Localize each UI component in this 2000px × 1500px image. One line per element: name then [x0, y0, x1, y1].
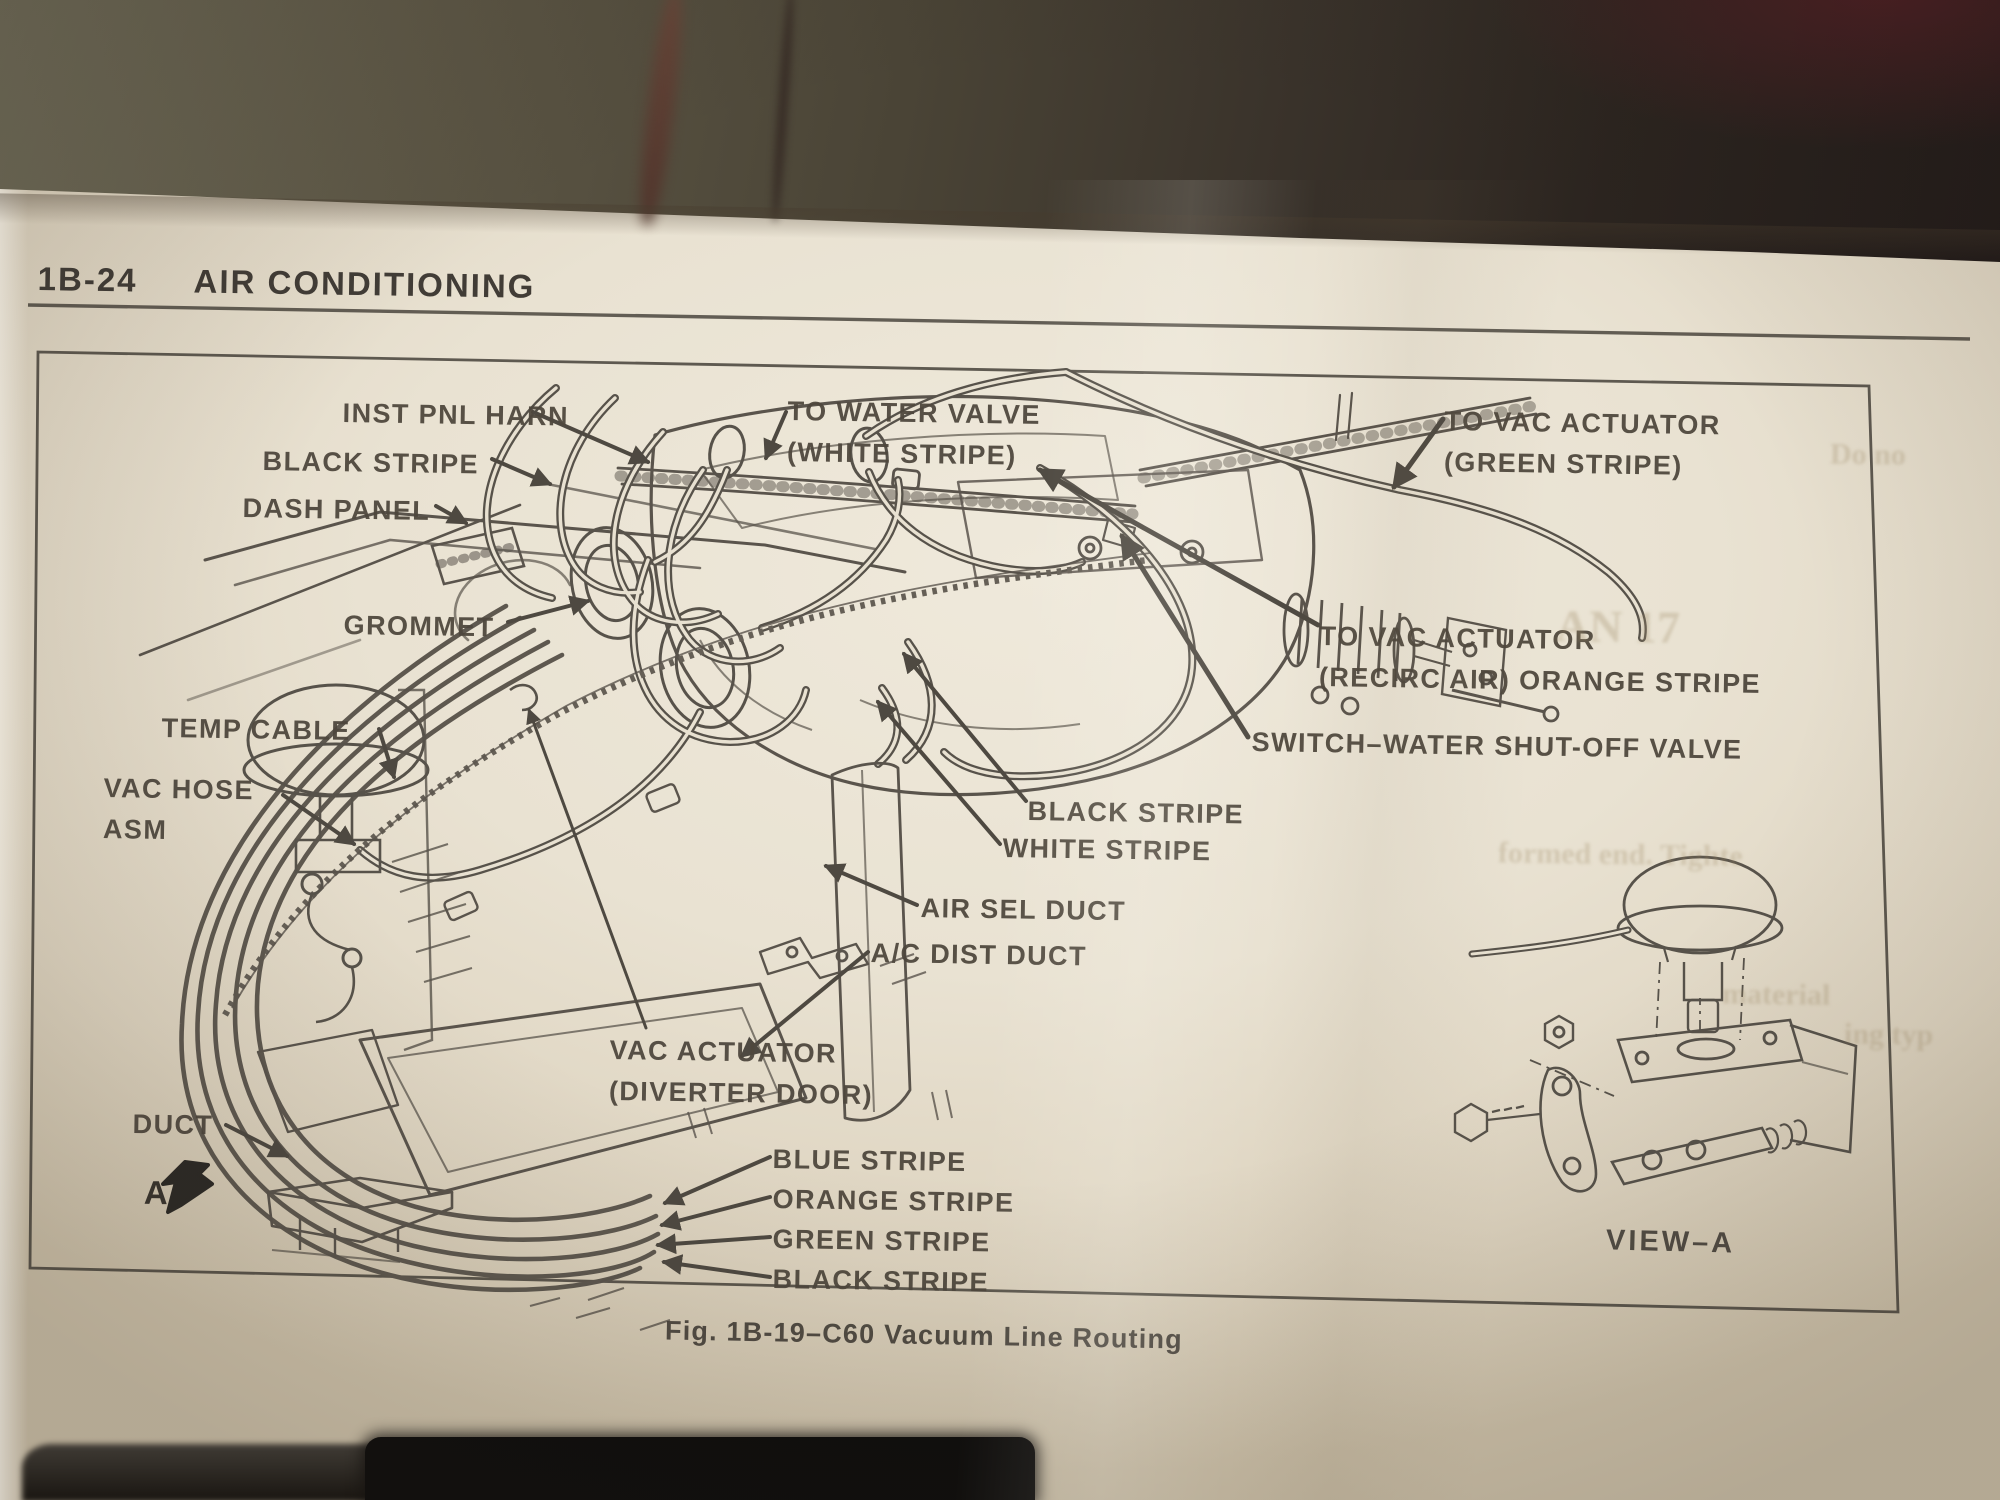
detail-marker-a: A	[143, 1173, 169, 1212]
figure-caption: Fig. 1B-19–C60 Vacuum Line Routing	[664, 1315, 1184, 1355]
callout-blue-stripe: BLUE STRIPE	[772, 1143, 967, 1178]
bleedthrough-text: AN 17	[1555, 600, 1681, 653]
callout-to-vac-actuator-recirc: TO VAC ACTUATOR(RECIRC AIR) ORANGE STRIP…	[1318, 620, 1762, 699]
callout-ac-dist-duct: A/C DIST DUCT	[870, 937, 1088, 972]
callout-to-vac-actuator-green: TO VAC ACTUATOR(GREEN STRIPE)	[1443, 405, 1721, 481]
callout-inst-pnl-harn: INST PNL HARN	[342, 397, 570, 432]
page-header: 1B-24 AIR CONDITIONING	[37, 260, 535, 306]
bleedthrough-text: formed end. Tighte	[1497, 836, 1743, 873]
view-a-label: VIEW–A	[1605, 1224, 1736, 1260]
page-title: AIR CONDITIONING	[193, 262, 536, 305]
callout-black-stripe-bottom: BLACK STRIPE	[772, 1263, 990, 1298]
callout-green-stripe: GREEN STRIPE	[772, 1223, 991, 1258]
bleedthrough-text: ing typ	[1843, 1017, 1934, 1052]
marker-a-arrow	[161, 1160, 214, 1214]
callout-dash-panel: DASH PANEL	[242, 492, 431, 526]
bleedthrough-text: material	[1721, 977, 1831, 1012]
callout-switch-water-shutoff: SWITCH–WATER SHUT-OFF VALVE	[1251, 726, 1743, 765]
callout-white-stripe-center: WHITE STRIPE	[1002, 832, 1212, 867]
inst-pnl-harness-art	[614, 391, 1539, 524]
callout-orange-stripe: ORANGE STRIPE	[772, 1183, 1015, 1218]
bleedthrough-text: Do no	[1829, 437, 1907, 472]
callout-air-sel-duct: AIR SEL DUCT	[920, 892, 1127, 927]
callout-vac-actuator-diverter: VAC ACTUATOR(DIVERTER DOOR)	[608, 1034, 874, 1111]
page-left-edge-highlight	[0, 186, 28, 1500]
callout-grommet: GROMMET	[343, 609, 495, 643]
page-number: 1B-24	[37, 260, 138, 299]
header-rule	[27, 303, 1971, 341]
foreground-object-bar	[365, 1437, 1035, 1500]
view-a-inset-art	[1453, 855, 1858, 1193]
callout-temp-cable: TEMP CABLE	[161, 712, 351, 746]
callout-black-stripe-upper: BLACK STRIPE	[262, 445, 480, 480]
callout-duct: DUCT	[132, 1108, 214, 1141]
callout-to-water-valve: TO WATER VALVE(WHITE STRIPE)	[786, 395, 1041, 471]
